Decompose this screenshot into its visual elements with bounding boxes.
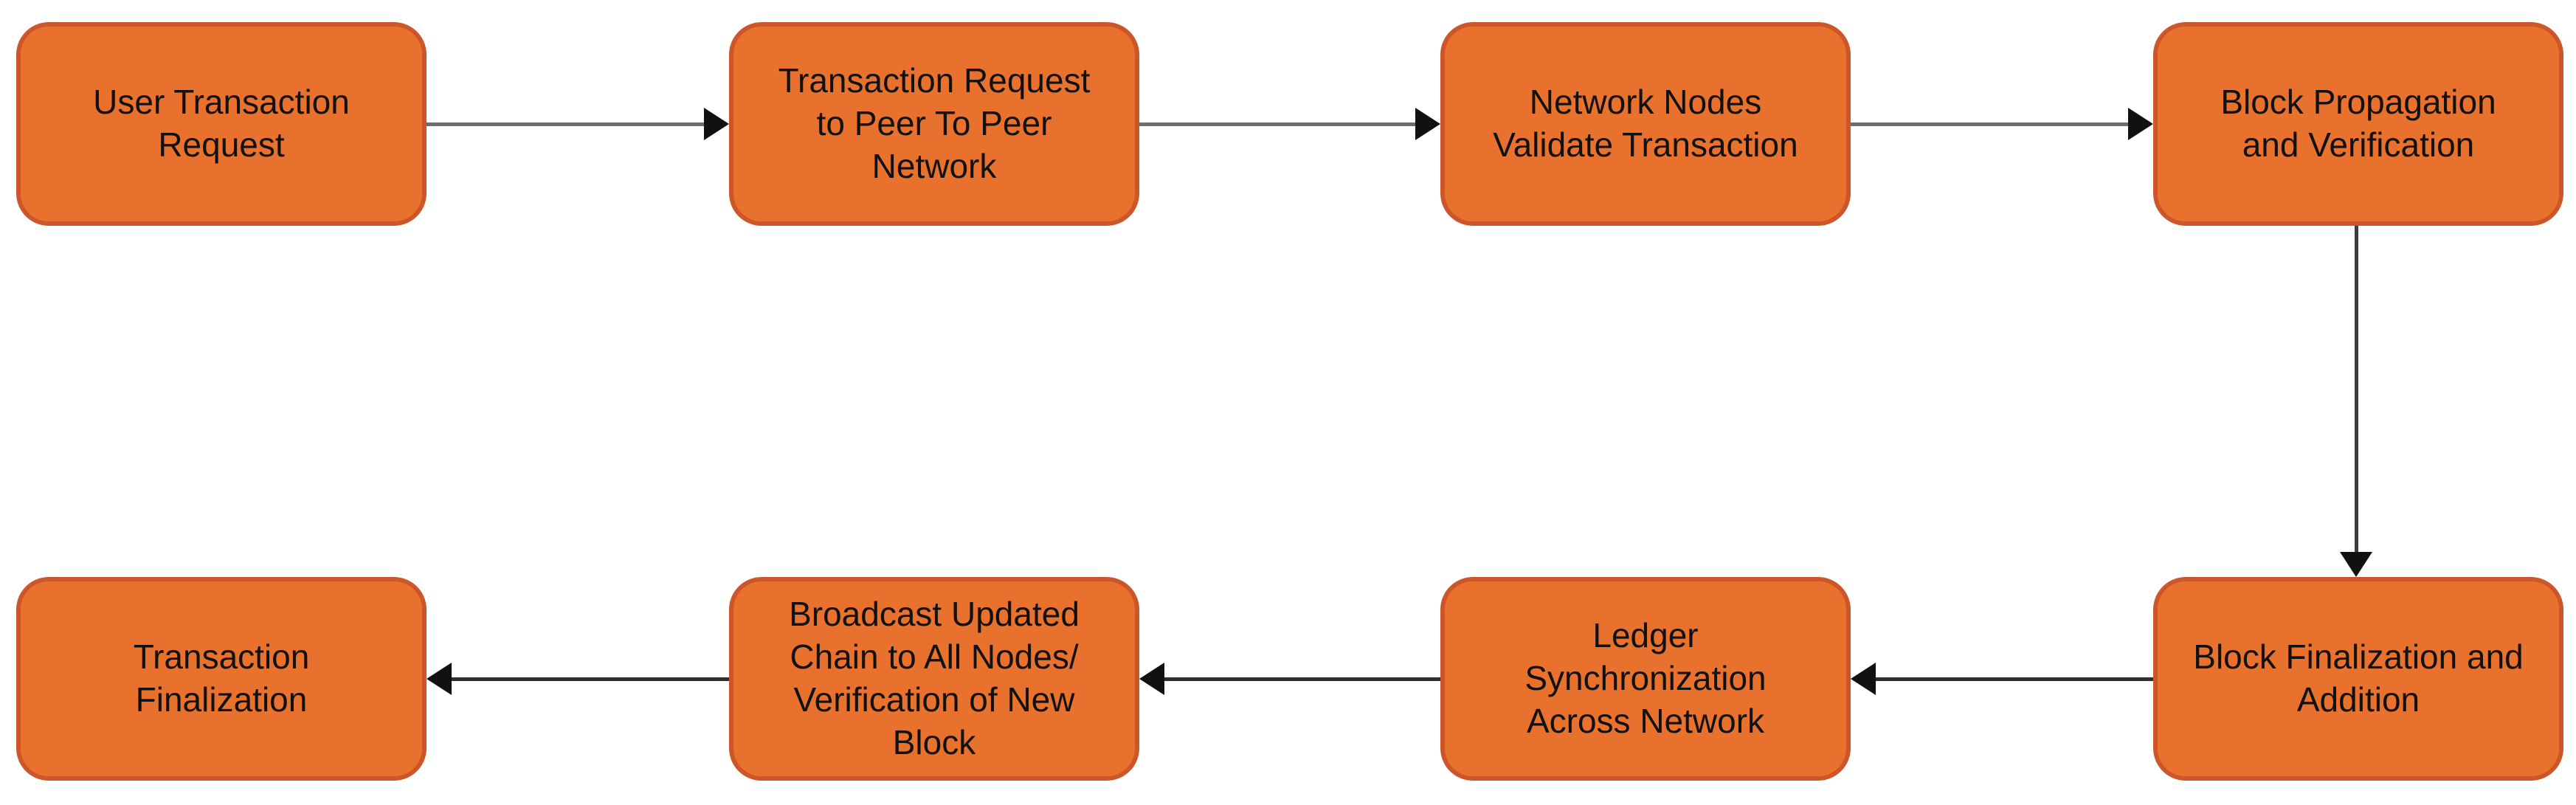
node-label: Transaction Request to Peer To Peer Netw…	[778, 61, 1091, 185]
node-network-nodes-validate: Network Nodes Validate Transaction	[1440, 22, 1851, 226]
node-label: Transaction Finalization	[133, 638, 310, 719]
node-label: User Transaction Request	[93, 83, 350, 164]
arrowhead-right-icon	[704, 108, 729, 140]
edge-line-2-3	[1139, 122, 1415, 126]
arrowhead-down-icon	[2340, 552, 2372, 577]
edge-line-3-4	[1851, 122, 2128, 126]
node-user-transaction-request: User Transaction Request	[16, 22, 427, 226]
edge-line-6-7	[1164, 677, 1440, 681]
arrowhead-right-icon	[1415, 108, 1440, 140]
node-label: Block Finalization and Addition	[2193, 638, 2524, 719]
node-transaction-finalization: Transaction Finalization	[16, 577, 427, 781]
edge-line-7-8	[452, 677, 729, 681]
node-transaction-request-p2p-network: Transaction Request to Peer To Peer Netw…	[729, 22, 1139, 226]
arrowhead-left-icon	[1851, 663, 1876, 695]
arrowhead-right-icon	[2128, 108, 2153, 140]
node-label: Block Propagation and Verification	[2220, 83, 2496, 164]
node-label: Network Nodes Validate Transaction	[1493, 83, 1798, 164]
arrowhead-left-icon	[1139, 663, 1164, 695]
node-broadcast-updated-chain: Broadcast Updated Chain to All Nodes/ Ve…	[729, 577, 1139, 781]
node-block-propagation-verification: Block Propagation and Verification	[2153, 22, 2563, 226]
node-label: Broadcast Updated Chain to All Nodes/ Ve…	[789, 595, 1080, 761]
arrowhead-left-icon	[427, 663, 452, 695]
edge-line-5-6	[1876, 677, 2153, 681]
node-ledger-synchronization: Ledger Synchronization Across Network	[1440, 577, 1851, 781]
edge-line-1-2	[427, 122, 704, 126]
node-block-finalization-addition: Block Finalization and Addition	[2153, 577, 2563, 781]
edge-line-4-5	[2355, 226, 2358, 552]
node-label: Ledger Synchronization Across Network	[1524, 616, 1767, 740]
